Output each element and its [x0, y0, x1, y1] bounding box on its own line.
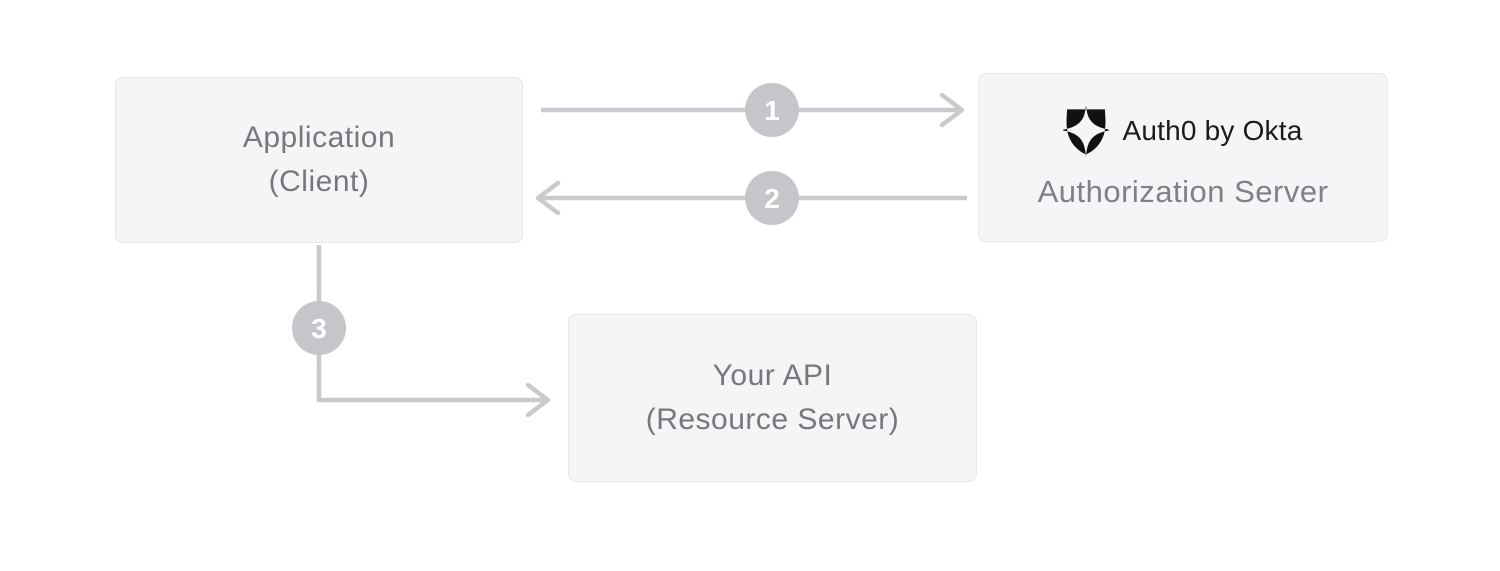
authorization-server-label: Authorization Server [1037, 173, 1329, 209]
application-subtitle: (Client) [268, 165, 370, 198]
auth0-shield-icon [1063, 105, 1110, 157]
application-title: Application [242, 121, 396, 154]
step-1-badge [745, 83, 799, 137]
step-2-number: 2 [764, 183, 780, 214]
step-2-badge [745, 171, 799, 225]
step-3-number: 3 [311, 313, 327, 344]
api-title: Your API [712, 359, 833, 392]
auth0-brand-text: Auth0 by Okta [1122, 115, 1303, 146]
api-subtitle: (Resource Server) [645, 403, 900, 436]
auth0-logo: Auth0 by Okta [1063, 105, 1303, 157]
step-1-number: 1 [764, 95, 780, 126]
step-3-badge [292, 301, 346, 355]
node-authorization-server: Auth0 by Okta Authorization Server [978, 73, 1388, 242]
edge-2-arrowhead-icon [535, 180, 561, 216]
edge-3-arrowhead-icon [525, 382, 551, 418]
node-application: Application (Client) [115, 77, 523, 243]
node-your-api: Your API (Resource Server) [568, 314, 977, 482]
edge-1-arrowhead-icon [939, 92, 965, 128]
edge-3-line [316, 245, 544, 403]
